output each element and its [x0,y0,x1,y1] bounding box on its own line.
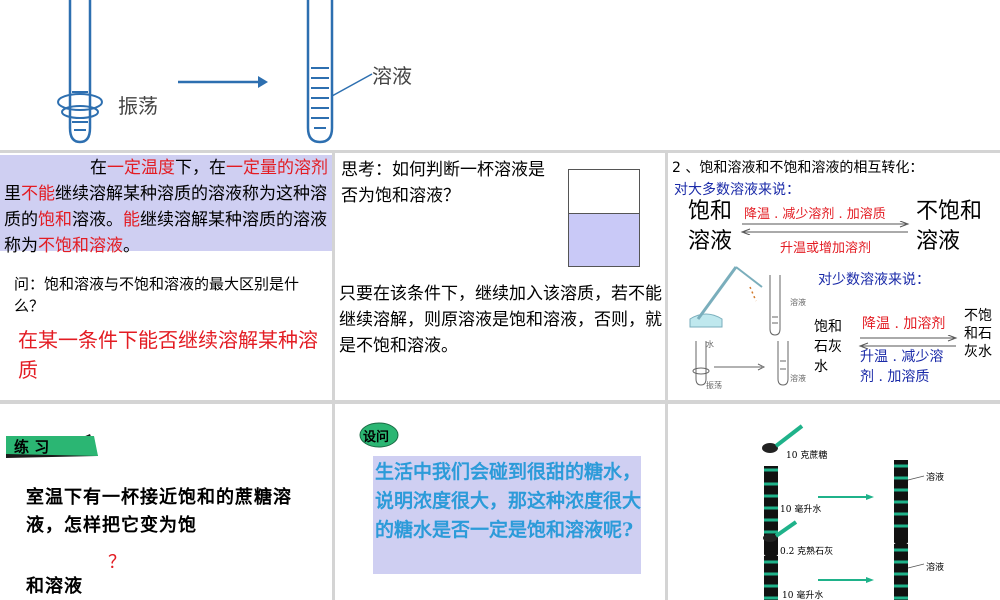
double-arrow-icon [740,221,910,235]
inquiry-badge: 设问 [359,422,399,448]
panel-inquiry: 设问 生活中我们会碰到很甜的糖水，说明浓度很大，那这种浓度很大的糖水是否一定是饱… [335,404,665,600]
question-text: 问：饱和溶液与不饱和溶液的最大区别是什么？ [14,275,300,315]
def-part: 在 [90,158,107,178]
lime-double-arrow-icon [858,335,958,349]
label-solution: 溶液 [372,64,412,88]
dissolving-experiment-illustration [762,424,925,600]
question-mark: ？ [108,552,126,573]
beaker-icon [568,169,640,267]
conversion-title: 2 、饱和溶液和不饱和溶液的相互转化： [672,160,924,176]
few-solutions-label: 对少数溶液来说： [818,272,930,288]
img-shake-label: 振荡 [706,381,722,390]
def-part: 里 [4,184,21,204]
definition-text: 在一定温度下，在一定量的溶剂里不能继续溶解某种溶质的溶液称为这种溶质的饱和溶液。… [0,155,332,256]
exercise-badge: 练 习 [6,434,98,462]
saturated-line2: 溶液 [688,229,733,254]
most-solutions-label: 对大多数溶液来说： [674,182,800,198]
label-shake: 振荡 [118,94,158,118]
saturated-line1: 饱和 [688,199,733,224]
img-solution-label-2: 溶液 [790,374,806,383]
def-part: 一定温度 [107,158,175,178]
def-part: 不能 [21,184,55,204]
solution-label-2: 溶液 [926,563,945,573]
def-part: 下，在 [175,158,226,178]
top-strip: 振荡 溶液 [0,0,1000,150]
water-label-1: 10 毫升水 [780,505,822,515]
def-part: 一定量的溶剂 [226,158,328,178]
lime-experiment-illustration [689,266,789,386]
def-part: 。 [123,236,140,256]
exercise-text: 室温下有一杯接近饱和的蔗糖溶液，怎样把它变为饱 [26,487,292,536]
def-part: 不饱和溶液 [38,236,123,256]
panel-judgement: 思考：如何判断一杯溶液是否为饱和溶液？ 只要在该条件下，继续加入该溶质，若不能继… [335,153,665,400]
exercise-text-2: 和溶液 [26,576,83,597]
def-part: 能 [123,210,140,230]
def-part: 继续溶解某种溶质的溶液称为这种溶质的 [4,184,327,230]
judgement-answer: 只要在该条件下，继续加入该溶质，若不能继续溶解，则原溶液是饱和溶液，否则，就是不… [339,284,662,356]
unsaturated-line2: 溶液 [916,229,961,254]
test-tube-illustration [57,0,373,144]
arrow-bottom-label: 升温或增加溶剂 [780,241,872,256]
panel-definition: 在一定温度下，在一定量的溶剂里不能继续溶解某种溶质的溶液称为这种溶质的饱和溶液。… [0,153,332,400]
lime-unsaturated-label: 不饱和石灰水 [964,308,992,360]
lime-saturated-label: 饱和石灰水 [814,319,842,375]
unsaturated-line1: 不饱和 [916,199,983,224]
def-part: 溶液。 [72,210,123,230]
inquiry-text: 生活中我们会碰到很甜的糖水，说明浓度很大，那这种浓度很大的糖水是否一定是饱和溶液… [373,456,641,574]
lime-arrow-bottom: 升温 . 减少溶剂 . 加溶质 [860,349,944,385]
lime-arrow-top: 降温 . 加溶剂 [862,316,946,332]
panel-exercise: 练 习 室温下有一杯接近饱和的蔗糖溶液，怎样把它变为饱 和溶液 ？ [0,404,332,600]
lime-label: 0.2 克熟石灰 [780,547,834,557]
water-label-2: 10 毫升水 [782,591,824,600]
arrow-top-label: 降温 . 减少溶剂 . 加溶质 [744,207,886,222]
saturated-label: 饱和 溶液 [688,197,732,257]
unsaturated-label: 不饱和 溶液 [916,197,982,257]
def-part: 继续溶解某种溶质的溶液称为 [4,210,327,256]
solution-label-1: 溶液 [926,473,945,483]
img-solution-label-1: 溶液 [790,298,806,307]
exercise-badge-label: 练 习 [14,438,50,456]
panel-conversion: 2 、饱和溶液和不饱和溶液的相互转化： 对大多数溶液来说： 饱和 溶液 降温 .… [668,153,1000,400]
inquiry-badge-label: 设问 [363,430,390,445]
img-water-label: 水 [706,340,714,349]
answer-text: 在某一条件下能否继续溶解某种溶质 [18,328,318,382]
def-part: 饱和 [38,210,72,230]
sugar-label: 10 克蔗糖 [786,451,828,461]
panel-experiment: 10 克蔗糖 10 毫升水 溶液 0.2 克熟石灰 10 毫升水 溶液 [668,404,1000,600]
think-text: 思考：如何判断一杯溶液是否为饱和溶液？ [341,160,545,206]
